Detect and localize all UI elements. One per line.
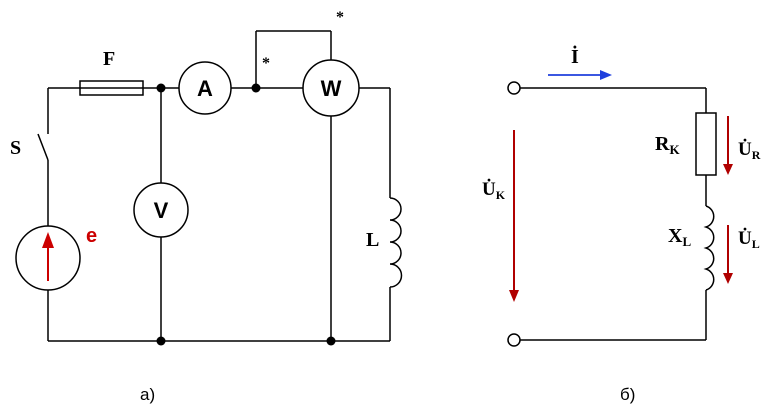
- resistor-label: RK: [655, 133, 680, 157]
- voltage-k-label: U̇K: [482, 179, 506, 202]
- voltage-k-arrow: [509, 130, 519, 302]
- voltmeter: V: [133, 182, 189, 238]
- switch-label: S: [10, 137, 21, 159]
- circuit-b: İ RK XL U̇K U̇R U̇L б): [482, 44, 761, 404]
- current-arrow: [548, 70, 612, 80]
- junction-dot: [251, 83, 261, 93]
- circuit-a: F S e A V W * * L а): [10, 9, 403, 404]
- current-label: İ: [571, 44, 579, 68]
- voltage-r-label: U̇R: [738, 139, 761, 162]
- inductor-label: L: [366, 229, 379, 251]
- junction-dot: [326, 336, 336, 346]
- source-label: e: [86, 225, 97, 247]
- wattmeter: W: [302, 59, 360, 117]
- star-marker: *: [336, 9, 344, 26]
- inductor: [389, 197, 403, 288]
- voltage-l-label: U̇L: [738, 228, 760, 251]
- caption-a: а): [140, 385, 155, 404]
- fuse-label: F: [103, 48, 115, 70]
- junction-dot: [156, 336, 166, 346]
- ammeter: A: [178, 61, 232, 115]
- junction-dot: [156, 83, 166, 93]
- resistor: [695, 112, 717, 176]
- switch: [37, 133, 49, 161]
- wattmeter-label: W: [321, 76, 342, 101]
- inductor-xl: [703, 205, 715, 291]
- voltmeter-label: V: [154, 198, 169, 223]
- reactance-label: XL: [668, 225, 691, 249]
- voltage-source: [15, 225, 81, 291]
- ammeter-label: A: [197, 76, 213, 101]
- terminal-bottom: [507, 333, 521, 347]
- star-marker: *: [262, 55, 270, 72]
- caption-b: б): [620, 385, 635, 404]
- voltage-l-arrow: [723, 225, 733, 284]
- terminal-top: [507, 81, 521, 95]
- voltage-r-arrow: [723, 116, 733, 175]
